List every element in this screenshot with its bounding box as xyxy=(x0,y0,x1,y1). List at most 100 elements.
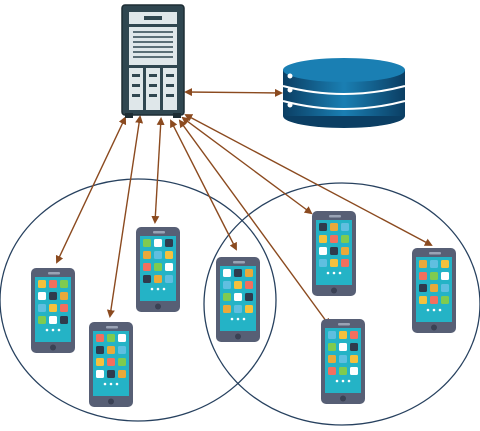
home-button xyxy=(331,287,337,294)
app-icon xyxy=(60,304,68,312)
app-icon xyxy=(223,305,231,313)
app-icon xyxy=(38,292,46,300)
app-icon xyxy=(154,275,162,283)
app-icon xyxy=(339,343,347,351)
home-button xyxy=(235,333,241,340)
device-group xyxy=(31,211,456,407)
app-icon xyxy=(339,355,347,363)
smartphone-icon xyxy=(31,268,75,353)
app-icon xyxy=(143,263,151,271)
app-icon xyxy=(328,331,336,339)
app-icon xyxy=(143,275,151,283)
app-icon xyxy=(165,275,173,283)
app-icon xyxy=(49,304,57,312)
app-icon xyxy=(430,272,438,280)
app-icon xyxy=(419,284,427,292)
app-icon xyxy=(107,358,115,366)
app-icon xyxy=(245,281,253,289)
app-icon xyxy=(350,331,358,339)
app-icon xyxy=(330,235,338,243)
app-icon xyxy=(330,259,338,267)
edge-server-database xyxy=(184,88,283,97)
app-icon xyxy=(234,305,242,313)
app-icon xyxy=(143,251,151,259)
app-icon xyxy=(96,346,104,354)
app-icon xyxy=(60,280,68,288)
app-icon xyxy=(234,269,242,277)
app-icon xyxy=(328,367,336,375)
app-icon xyxy=(234,281,242,289)
smartphone-icon xyxy=(312,211,356,296)
app-icon xyxy=(118,346,126,354)
app-icon xyxy=(107,346,115,354)
app-icon xyxy=(38,280,46,288)
app-icon xyxy=(154,251,162,259)
app-icon xyxy=(118,334,126,342)
app-icon xyxy=(118,358,126,366)
app-icon xyxy=(49,280,57,288)
smartphone-icon xyxy=(321,319,365,404)
app-icon xyxy=(223,269,231,277)
app-icon xyxy=(96,370,104,378)
app-icon xyxy=(234,293,242,301)
app-icon xyxy=(328,355,336,363)
app-icon xyxy=(330,247,338,255)
app-icon xyxy=(319,235,327,243)
app-icon xyxy=(339,367,347,375)
app-icon xyxy=(154,239,162,247)
edge-server-phone-1 xyxy=(55,116,127,264)
app-icon xyxy=(319,223,327,231)
app-icon xyxy=(165,239,173,247)
edge-server-phone-2 xyxy=(106,115,144,318)
app-icon xyxy=(341,223,349,231)
home-button xyxy=(155,303,161,310)
app-icon xyxy=(441,260,449,268)
app-icon xyxy=(96,334,104,342)
app-icon xyxy=(107,370,115,378)
app-icon xyxy=(430,284,438,292)
app-icon xyxy=(223,293,231,301)
database-icon xyxy=(282,58,406,128)
app-icon xyxy=(441,284,449,292)
app-icon xyxy=(339,331,347,339)
smartphone-icon xyxy=(136,227,180,312)
app-icon xyxy=(430,296,438,304)
app-icon xyxy=(350,343,358,351)
app-icon xyxy=(165,263,173,271)
app-icon xyxy=(341,259,349,267)
edge-server-phone-7 xyxy=(184,114,433,246)
edge-server-phone-3 xyxy=(151,117,165,224)
edge-group xyxy=(55,88,433,327)
app-icon xyxy=(419,260,427,268)
smartphone-icon xyxy=(412,248,456,333)
app-icon xyxy=(49,292,57,300)
home-button xyxy=(431,324,437,331)
app-icon xyxy=(319,247,327,255)
home-button xyxy=(340,395,346,402)
app-icon xyxy=(96,358,104,366)
app-icon xyxy=(49,316,57,324)
server-icon xyxy=(121,4,185,118)
app-icon xyxy=(419,272,427,280)
app-icon xyxy=(245,305,253,313)
smartphone-icon xyxy=(89,322,133,407)
app-icon xyxy=(118,370,126,378)
app-icon xyxy=(341,247,349,255)
app-icon xyxy=(60,292,68,300)
app-icon xyxy=(441,272,449,280)
app-icon xyxy=(60,316,68,324)
app-icon xyxy=(223,281,231,289)
app-icon xyxy=(154,263,162,271)
app-icon xyxy=(330,223,338,231)
app-icon xyxy=(165,251,173,259)
app-icon xyxy=(245,293,253,301)
app-icon xyxy=(328,343,336,351)
app-icon xyxy=(341,235,349,243)
app-icon xyxy=(38,316,46,324)
app-icon xyxy=(441,296,449,304)
app-icon xyxy=(419,296,427,304)
app-icon xyxy=(38,304,46,312)
app-icon xyxy=(350,355,358,363)
app-icon xyxy=(143,239,151,247)
